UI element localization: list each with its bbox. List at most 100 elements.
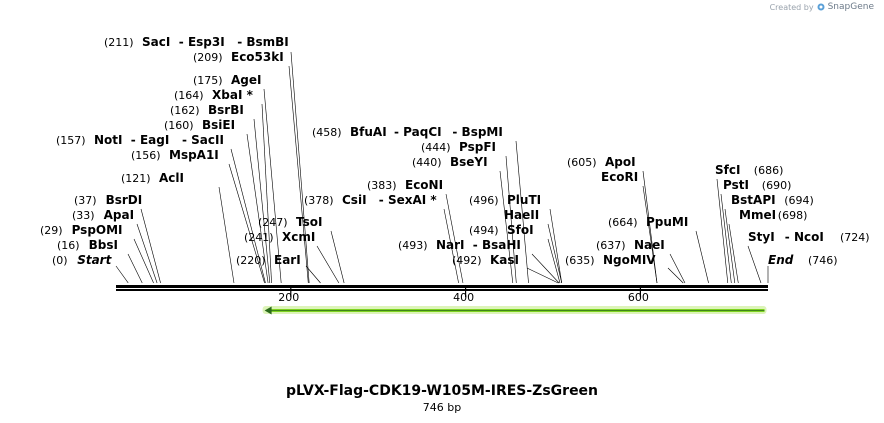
enzyme-site[interactable]: (378)CsiI- SexAI *: [304, 193, 437, 207]
enzyme-position: (247): [258, 216, 288, 229]
enzyme-name: BstAPI: [731, 193, 776, 207]
leader-line: [667, 267, 684, 284]
enzyme-position: (0): [52, 254, 68, 267]
enzyme-site[interactable]: (494)SfoI: [469, 223, 534, 237]
enzyme-site[interactable]: EcoRI: [601, 170, 638, 184]
enzyme-site[interactable]: (247)TsoI: [258, 215, 322, 229]
enzyme-name: Eco53kI: [231, 50, 284, 64]
plasmid-title: pLVX-Flag-CDK19-W105M-IRES-ZsGreen: [285, 383, 599, 399]
enzyme-name: AgeI: [231, 73, 261, 87]
enzyme-position: (724): [840, 231, 870, 244]
enzyme-site[interactable]: (33)ApaI: [72, 208, 134, 222]
enzyme-site[interactable]: HaeII: [504, 208, 539, 222]
enzyme-site[interactable]: (16)BbsI: [57, 238, 118, 252]
leader-line: [253, 118, 271, 284]
leader-line: [443, 208, 459, 284]
enzyme-name-extra: - BspMI: [452, 125, 502, 139]
leader-line: [720, 193, 732, 284]
sequence-backbone: [116, 285, 768, 288]
enzyme-name: Start: [77, 253, 112, 267]
leader-line: [547, 238, 561, 284]
enzyme-position: (440): [412, 156, 442, 169]
enzyme-site[interactable]: (440) BseYI: [412, 155, 488, 169]
leader-line: [695, 230, 709, 284]
enzyme-position: (160): [164, 119, 194, 132]
enzyme-position: (121): [121, 172, 151, 185]
enzyme-site[interactable]: (162)BsrBI: [170, 103, 244, 117]
enzyme-position: (605): [567, 156, 597, 169]
leader-line: [526, 267, 559, 284]
enzyme-name: ApoI: [605, 155, 636, 169]
enzyme-site[interactable]: (0) Start: [52, 253, 113, 267]
credit-text: Created by: [769, 2, 814, 12]
enzyme-site[interactable]: (637)NaeI: [596, 238, 665, 252]
enzyme-name: KasI: [490, 253, 519, 267]
enzyme-site[interactable]: (635)NgoMIV: [565, 253, 656, 267]
enzyme-site[interactable]: (492) KasI: [452, 253, 519, 267]
enzyme-site[interactable]: PstI(690): [723, 178, 791, 192]
leader-line: [228, 163, 265, 284]
ruler-tick-label: 200: [278, 291, 299, 304]
enzyme-name: BseYI: [450, 155, 488, 169]
enzyme-name: PspFI: [459, 140, 496, 154]
enzyme-site[interactable]: (241)XcmI: [244, 230, 315, 244]
leader-line: [246, 133, 269, 284]
enzyme-site[interactable]: (156) MspA1I: [131, 148, 219, 162]
enzyme-name: BfuAI: [350, 125, 387, 139]
enzyme-site[interactable]: (160) BsiEI: [164, 118, 235, 132]
enzyme-position: (492): [452, 254, 482, 267]
enzyme-site[interactable]: MmeI(698): [739, 208, 807, 222]
enzyme-site[interactable]: (605) ApoI: [567, 155, 636, 169]
enzyme-position: (211): [104, 36, 134, 49]
enzyme-name: EcoRI: [601, 170, 638, 184]
leader-line: [136, 223, 158, 284]
enzyme-site[interactable]: (29)PspOMI: [40, 223, 123, 237]
enzyme-name: NarI: [436, 238, 465, 252]
enzyme-name: BsrBI: [208, 103, 244, 117]
enzyme-position: (637): [596, 239, 626, 252]
enzyme-position: (37): [74, 194, 97, 207]
enzyme-name: NotI: [94, 133, 123, 147]
enzyme-position: (383): [367, 179, 397, 192]
enzyme-position: (33): [72, 209, 95, 222]
leader-line: [669, 253, 686, 284]
enzyme-site[interactable]: (444)PspFI: [421, 140, 496, 154]
enzyme-site[interactable]: SfcI(686): [715, 163, 783, 177]
enzyme-site[interactable]: (496)PluTI: [469, 193, 541, 207]
enzyme-site[interactable]: (493) NarI - BsaHI: [398, 238, 521, 252]
enzyme-position: (493): [398, 239, 428, 252]
enzyme-site[interactable]: End(746): [768, 253, 838, 267]
enzyme-site[interactable]: StyI- NcoI(724): [748, 230, 870, 244]
enzyme-position: (378): [304, 194, 334, 207]
enzyme-name: BsiEI: [202, 118, 235, 132]
enzyme-site[interactable]: (164)XbaI *: [174, 88, 254, 102]
enzyme-position: (175): [193, 74, 223, 87]
leader-line: [445, 193, 464, 284]
enzyme-site[interactable]: BstAPI(694): [731, 193, 814, 207]
enzyme-position: (156): [131, 149, 161, 162]
enzyme-position: (157): [56, 134, 86, 147]
leader-line: [747, 245, 762, 284]
enzyme-site[interactable]: (211)SacI- Esp3I- BsmBI: [104, 35, 289, 49]
enzyme-name-extra: - BsaHI: [473, 238, 521, 252]
enzyme-name: PstI: [723, 178, 749, 192]
enzyme-site[interactable]: (37)BsrDI: [74, 193, 142, 207]
enzyme-name-extra: - PaqCI: [394, 125, 442, 139]
enzyme-site[interactable]: (121)AclI: [121, 171, 184, 185]
enzyme-site[interactable]: (157)NotI- EagI- SacII: [56, 133, 224, 147]
enzyme-position: (241): [244, 231, 274, 244]
enzyme-site[interactable]: (383)EcoNI: [367, 178, 443, 192]
enzyme-site[interactable]: (458) BfuAI - PaqCI - BspMI: [312, 125, 503, 139]
enzyme-position: (458): [312, 126, 342, 139]
enzyme-name: MmeI: [739, 208, 776, 222]
enzyme-position: (16): [57, 239, 80, 252]
snapgene-logo-icon: [817, 3, 825, 11]
enzyme-name-extra: - BsmBI: [237, 35, 289, 49]
enzyme-site[interactable]: (664)PpuMI: [608, 215, 688, 229]
enzyme-site[interactable]: (209)Eco53kI: [193, 50, 284, 64]
enzyme-site[interactable]: (175) AgeI: [193, 73, 261, 87]
leader-line: [531, 253, 560, 284]
enzyme-site[interactable]: (220)EarI: [236, 253, 301, 267]
enzyme-name: MspA1I: [169, 148, 219, 162]
enzyme-name: NgoMIV: [603, 253, 656, 267]
